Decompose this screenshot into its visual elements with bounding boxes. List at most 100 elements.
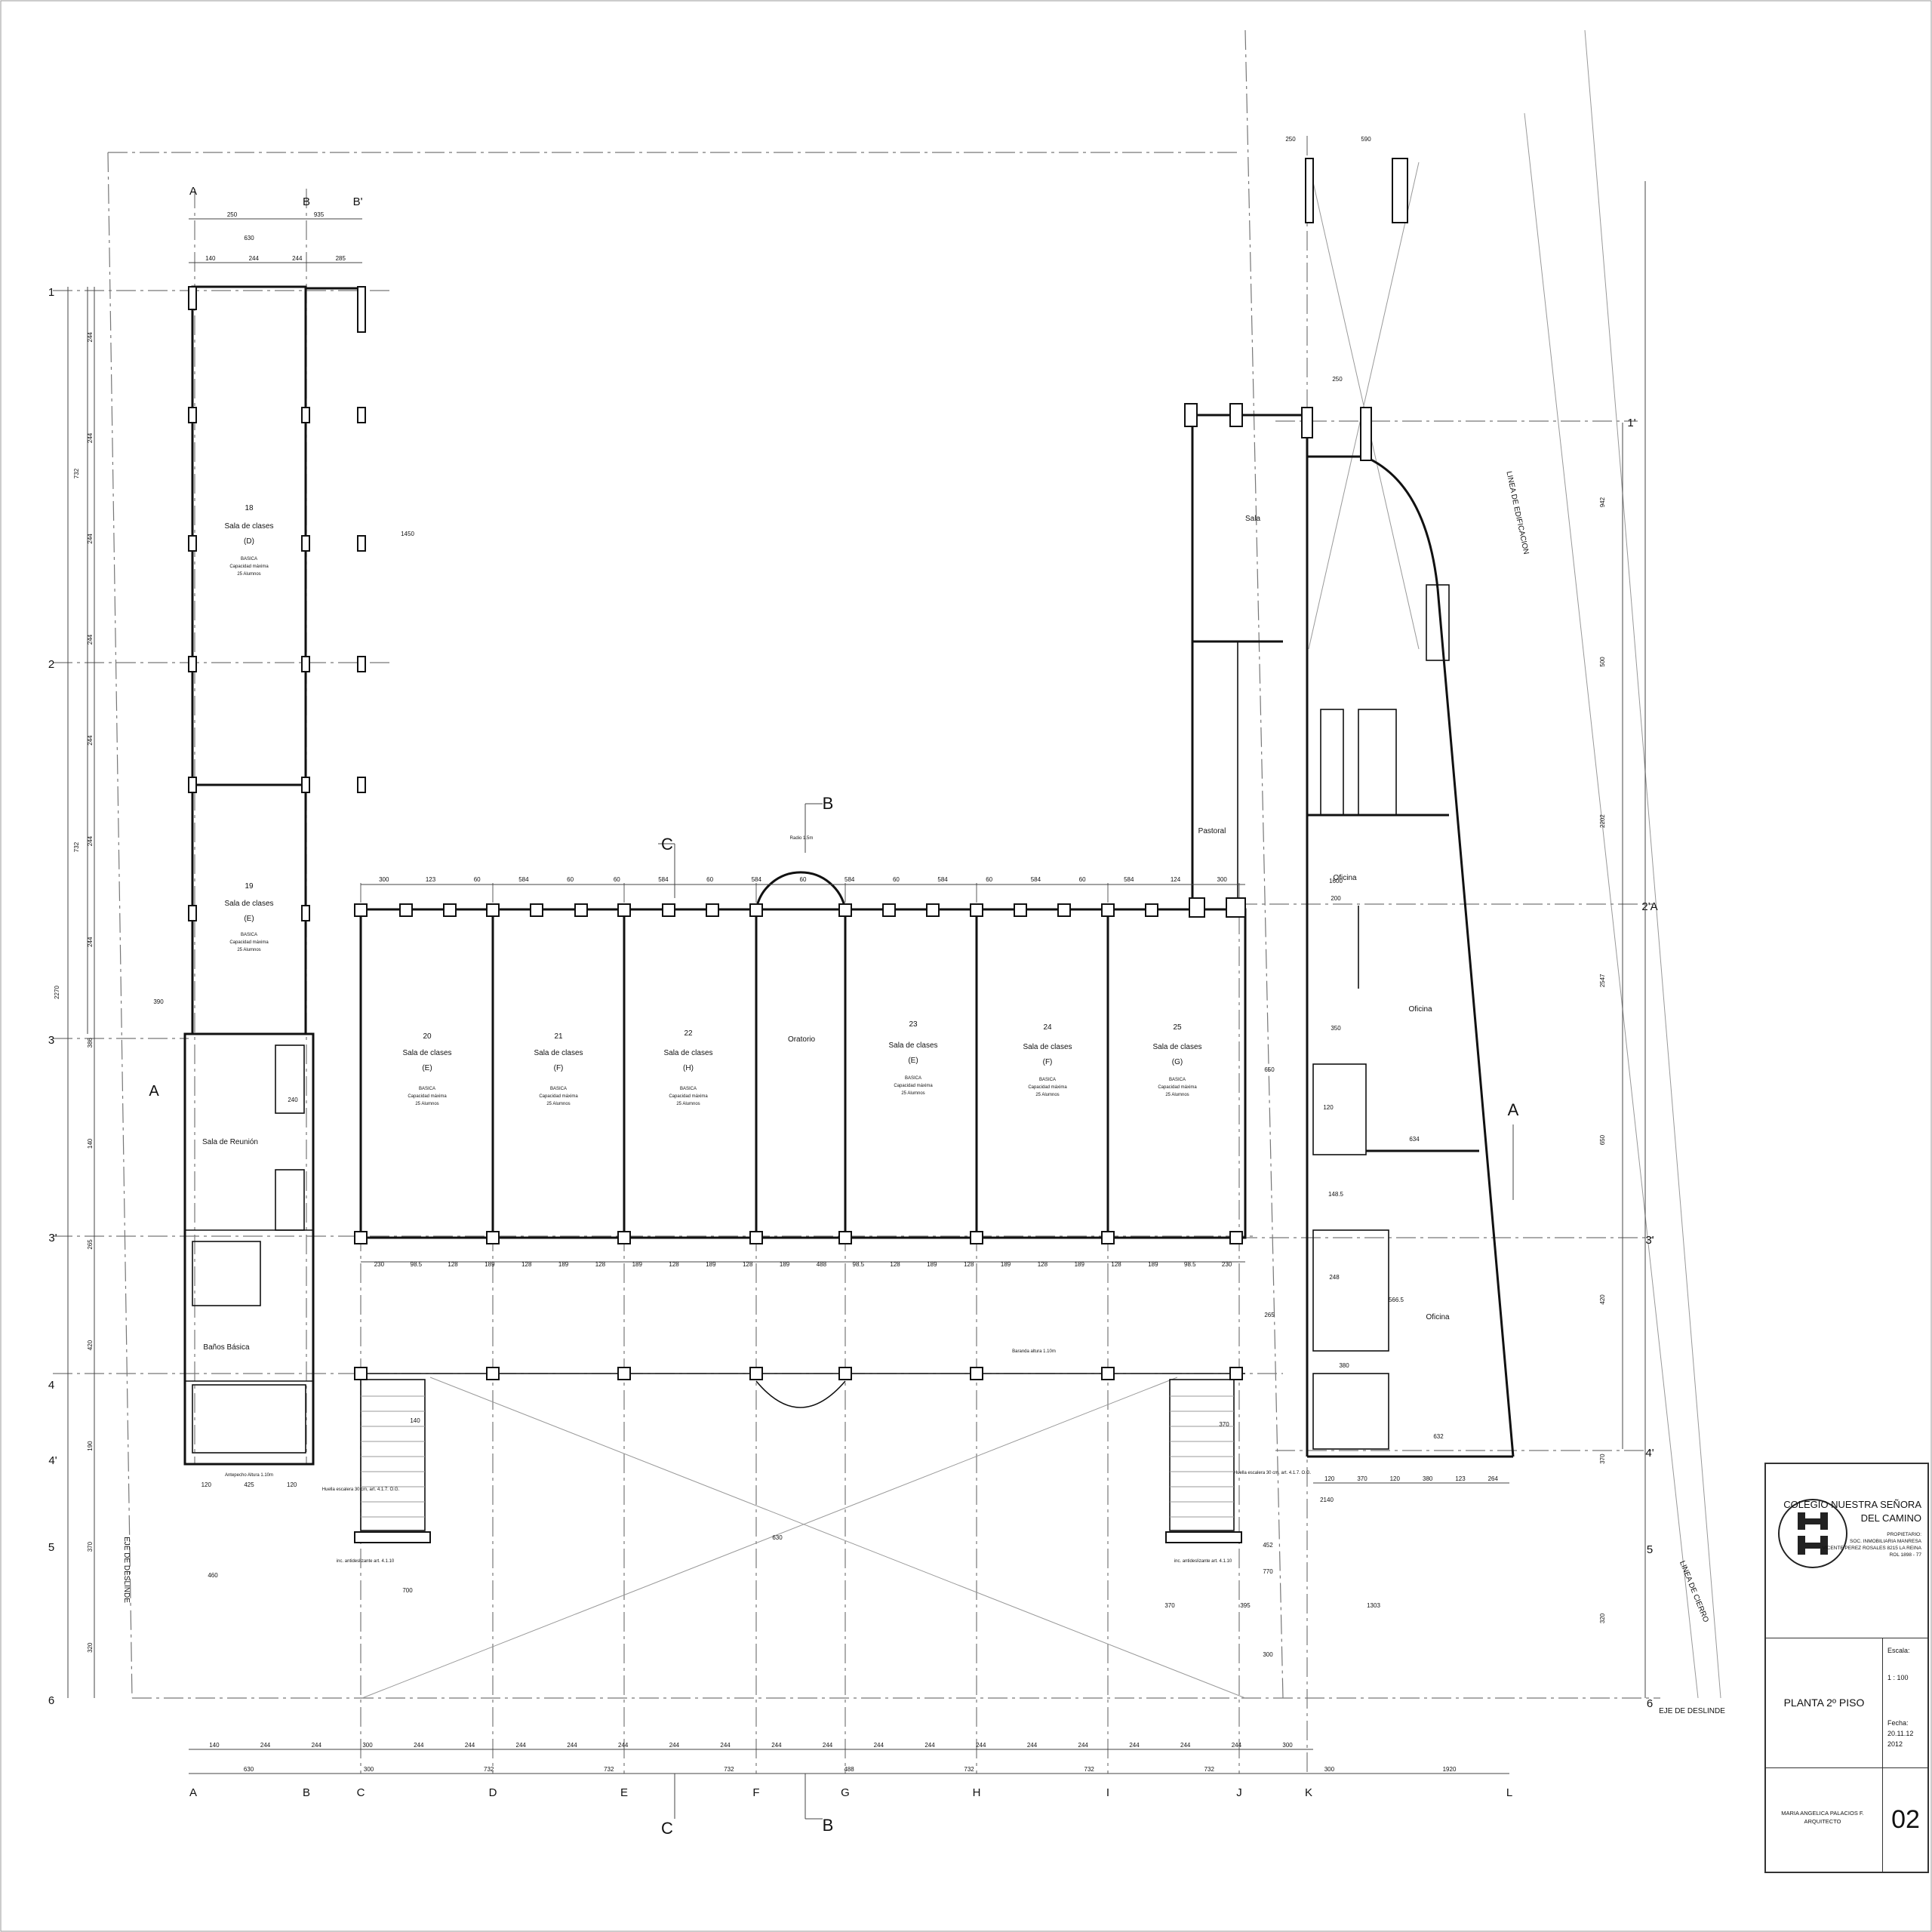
dim-corridor-bottom: 189 <box>927 1261 937 1268</box>
stairs-right <box>1165 1379 1242 1543</box>
dim-right-misc: 1450 <box>401 531 414 537</box>
svg-text:25 Alumnos: 25 Alumnos <box>546 1102 570 1106</box>
dim-bottom-row1: 140 <box>209 1742 220 1749</box>
section-mark-c-top: C <box>661 835 673 854</box>
svg-text:BASICA: BASICA <box>905 1076 921 1081</box>
dim-right-outer: 370 <box>1599 1454 1606 1464</box>
dim-right-misc: 630 <box>772 1534 783 1541</box>
svg-text:25 Alumnos: 25 Alumnos <box>237 948 260 952</box>
svg-text:25: 25 <box>1173 1023 1182 1032</box>
dim-top-row1: 250 <box>227 211 238 218</box>
left-wing-pillars <box>188 286 366 921</box>
room-25: 25 Sala de clases (G) BASICA Capacidad m… <box>1152 1023 1201 1097</box>
room-oficina-2: Oficina <box>1408 1005 1432 1014</box>
dim-bottom-row1: 300 <box>362 1742 373 1749</box>
axis-right-6: 6 <box>1647 1697 1653 1710</box>
dim-bottom-row1: 244 <box>1027 1742 1038 1749</box>
title-block-plan: PLANTA 2º PISO Escala: 1 : 100 Fecha: 20… <box>1766 1638 1927 1768</box>
dim-right-outer: 2547 <box>1599 974 1606 987</box>
dim-left-inner: 420 <box>87 1340 94 1350</box>
dim-right-misc: 452 <box>1263 1542 1273 1549</box>
dim-corridor-top: 584 <box>844 876 855 883</box>
note-eje-deslinde-left: EJE DE DESLINDE <box>122 1537 131 1603</box>
title-block-side-info: Escala: 1 : 100 Fecha: 20.11.12 2012 <box>1882 1638 1928 1767</box>
axis-right-3prime: 3' <box>1645 1234 1654 1247</box>
room-19: 19 Sala de clases (E) BASICA Capacidad m… <box>224 882 273 952</box>
axis-top-b: B <box>303 195 310 208</box>
dim-corridor-bottom: 128 <box>964 1261 974 1268</box>
dim-corridor-top: 60 <box>567 876 574 883</box>
svg-text:24: 24 <box>1043 1023 1052 1032</box>
dim-left-bottom: 120 <box>287 1481 297 1488</box>
svg-text:BASICA: BASICA <box>1039 1078 1056 1082</box>
svg-text:(G): (G) <box>1172 1058 1183 1066</box>
section-mark-b-bottom: B <box>823 1816 834 1835</box>
dim-right-outer: 650 <box>1599 1134 1606 1145</box>
dim-left-inner: 265 <box>87 1239 94 1250</box>
room-oratorio: Oratorio <box>788 1035 816 1044</box>
dim-corridor-top: 300 <box>1217 876 1228 883</box>
svg-text:21: 21 <box>554 1032 563 1041</box>
svg-text:Capacidad máxima: Capacidad máxima <box>1158 1085 1197 1090</box>
note-pelda-left: Huella escalera 30 cm, art. 4.1.7. O.G. <box>322 1487 400 1492</box>
dim-corridor-top: 123 <box>426 876 436 883</box>
dim-left-inner: 244 <box>87 534 94 544</box>
room-oficina-1: Oficina <box>1333 874 1357 882</box>
dim-bottom-row2: 488 <box>844 1766 854 1773</box>
dim-right-outer: 320 <box>1599 1613 1606 1623</box>
dim-right-outer: 942 <box>1599 497 1606 507</box>
note-pelda-right: Huella escalera 30 cm, art. 4.1.7. O.G. <box>1234 1471 1312 1475</box>
svg-text:(F): (F) <box>554 1064 564 1072</box>
axis-bottom-h: H <box>973 1786 981 1799</box>
note-antideslizante-left: inc. antideslizante art. 4.1.10 <box>337 1559 395 1564</box>
svg-text:22: 22 <box>684 1029 693 1038</box>
note-baranda: Baranda altura 1.10m <box>1012 1349 1056 1354</box>
axis-bottom-k: K <box>1305 1786 1312 1799</box>
dim-right-misc: 300 <box>1263 1651 1273 1658</box>
dim-misc: 370 <box>1219 1421 1229 1428</box>
dim-corridor-bottom: 128 <box>1038 1261 1048 1268</box>
room-20: 20 Sala de clases (E) BASICA Capacidad m… <box>402 1032 451 1106</box>
svg-text:Capacidad máxima: Capacidad máxima <box>894 1084 933 1088</box>
axis-right-4prime: 4' <box>1645 1447 1654 1460</box>
room-sala-reunion: Sala de Reunión <box>202 1138 258 1146</box>
dim-right-misc: 265 <box>1264 1312 1275 1318</box>
dim-right-misc: 770 <box>1263 1568 1273 1575</box>
plan-title: PLANTA 2º PISO <box>1783 1697 1865 1709</box>
dim-corridor-top: 60 <box>474 876 481 883</box>
axis-left-4: 4 <box>48 1379 54 1392</box>
dim-annex-bottom: 370 <box>1357 1475 1367 1482</box>
dim-top-row2: 244 <box>292 255 303 262</box>
room-sala: Sala <box>1245 515 1260 523</box>
room-18: 18 Sala de clases (D) BASICA Capacidad m… <box>224 504 273 577</box>
dim-corridor-bottom: 189 <box>485 1261 495 1268</box>
dim-top-row2: 285 <box>336 255 346 262</box>
svg-text:Capacidad máxima: Capacidad máxima <box>539 1094 578 1099</box>
room-pastoral: Pastoral <box>1198 827 1226 835</box>
dim-left-inner: 244 <box>87 432 94 443</box>
axis-bottom-f: F <box>752 1786 759 1799</box>
svg-text:19: 19 <box>245 882 254 891</box>
room-22: 22 Sala de clases (H) BASICA Capacidad m… <box>663 1029 712 1106</box>
owner-line3: ROL 1898 - 77 <box>1889 1552 1921 1558</box>
dim-right-outer: 500 <box>1599 657 1606 667</box>
dim-corridor-top: 60 <box>614 876 620 883</box>
svg-text:BASICA: BASICA <box>1169 1078 1186 1082</box>
room-banos-basica: Baños Básica <box>203 1343 250 1352</box>
dim-left-inner: 140 <box>87 1138 94 1149</box>
escala-value: 1 : 100 <box>1887 1674 1909 1681</box>
dim-bottom-row2: 732 <box>604 1766 614 1773</box>
axis-bottom-a: A <box>189 1786 197 1799</box>
fecha-value1: 20.11.12 <box>1887 1730 1914 1737</box>
svg-text:Sala de clases: Sala de clases <box>224 900 273 908</box>
dim-corridor-top: 60 <box>1079 876 1086 883</box>
section-mark-c-bottom: C <box>661 1819 673 1838</box>
dim-left-mid: 732 <box>73 841 80 852</box>
svg-text:Sala de clases: Sala de clases <box>663 1049 712 1057</box>
dim-corridor-bottom: 128 <box>890 1261 900 1268</box>
svg-text:Capacidad máxima: Capacidad máxima <box>229 940 269 945</box>
dim-bottom-row2: 300 <box>1324 1766 1335 1773</box>
section-mark-b-top: B <box>823 794 834 813</box>
axis-right-2a: 2'A <box>1641 900 1657 913</box>
dim-bottom-row2: 732 <box>724 1766 734 1773</box>
